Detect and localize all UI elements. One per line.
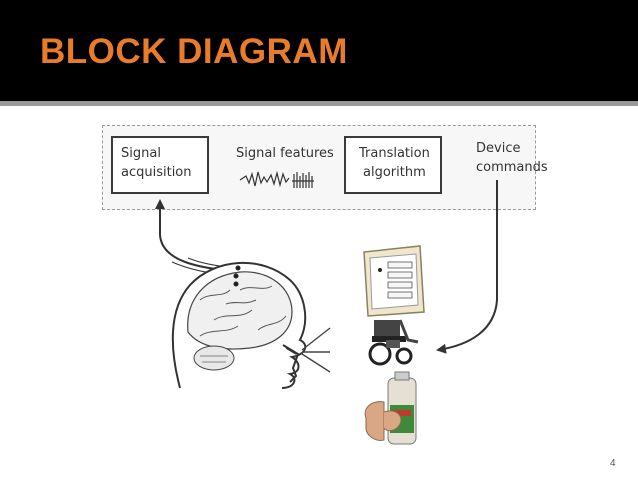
device-commands-label-2: commands: [476, 160, 548, 175]
signal-acquisition-block: [111, 136, 209, 194]
face-profile-icon: [282, 344, 300, 383]
translation-algorithm-label-1: Translation: [359, 146, 430, 161]
hand-bottle-icon: [364, 371, 417, 445]
signal-features-label: Signal features: [236, 146, 334, 161]
translation-algorithm-block: [344, 136, 442, 194]
wheelchair-icon: [368, 319, 419, 366]
title-bar-rule: [0, 101, 638, 106]
title-bar: [0, 0, 638, 101]
signal-acquisition-label-1: Signal: [121, 146, 161, 161]
control-panel-icon: [363, 245, 425, 317]
slide-title: BLOCK DIAGRAM: [40, 32, 348, 71]
slide-number: 4: [610, 458, 616, 469]
device-commands-arrow: [436, 180, 498, 354]
translation-algorithm-label-2: algorithm: [363, 165, 426, 180]
device-commands-label-1: Device: [476, 141, 521, 156]
signal-waveform-icon: [239, 170, 314, 188]
signal-acquisition-label-2: acquisition: [121, 165, 192, 180]
brain-icon: [171, 262, 307, 389]
electrode-icon: [233, 265, 241, 287]
sight-lines-icon: [301, 327, 331, 373]
